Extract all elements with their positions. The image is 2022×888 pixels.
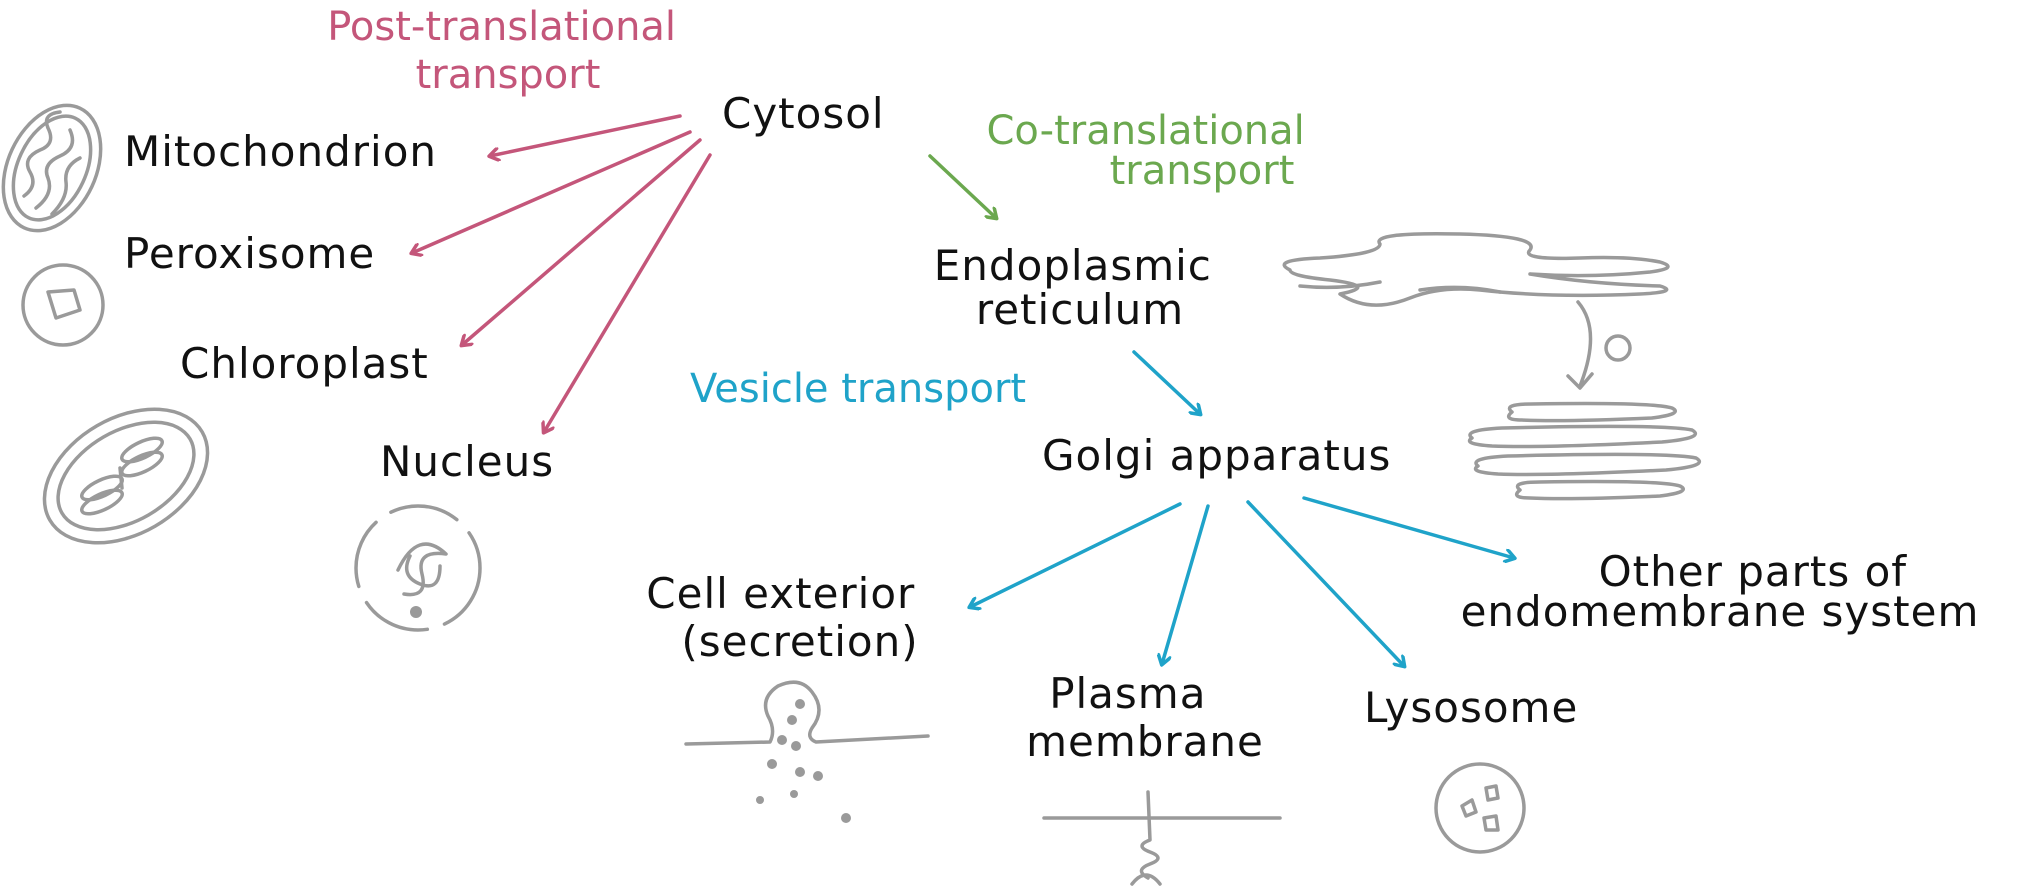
chloroplast-label: Chloroplast (180, 339, 429, 388)
mitochondrion-icon (1, 103, 103, 233)
golgi-label: Golgi apparatus (1042, 431, 1391, 480)
chloroplast-icon (42, 407, 210, 545)
membrane-protein-icon (1042, 790, 1282, 886)
lysosome-label: Lysosome (1364, 683, 1578, 732)
peroxisome-label: Peroxisome (124, 229, 375, 278)
arrow-to-lysosome (1246, 500, 1404, 666)
arrow-to-cell-exterior (970, 502, 1182, 607)
er-label: Endoplasmic reticulum (934, 241, 1227, 334)
co-translational-label: Co-translational transport (987, 108, 1318, 194)
arrow-to-er (928, 154, 996, 218)
mitochondrion-label: Mitochondrion (124, 127, 437, 176)
arrow-to-peroxisome (412, 130, 692, 253)
arrow-to-nucleus (544, 153, 712, 432)
arrow-to-mitochondrion (490, 114, 682, 156)
post-translational-label: Post-translational transport (327, 4, 689, 98)
arrow-to-plasma-membrane (1162, 504, 1210, 664)
cytosol-label: Cytosol (722, 89, 885, 138)
arrow-to-other-parts (1302, 496, 1514, 558)
arrow-to-chloroplast (462, 138, 702, 345)
nucleus-icon (354, 504, 482, 632)
other-parts-label: Other parts of endomembrane system (1461, 547, 1980, 636)
cell-exterior-label: Cell exterior (secretion) (646, 569, 929, 666)
lysosome-icon (1434, 762, 1526, 854)
secretion-icon (684, 680, 930, 823)
vesicle-transport-label: Vesicle transport (690, 366, 1026, 412)
arrow-er-to-golgi (1132, 350, 1200, 414)
vesicle-arrows (970, 350, 1514, 666)
nucleus-label: Nucleus (380, 437, 554, 486)
plasma-membrane-label: Plasma membrane (1026, 669, 1264, 766)
peroxisome-icon (21, 263, 105, 347)
post-translational-arrows (412, 114, 712, 432)
er-golgi-icon (1282, 231, 1702, 501)
